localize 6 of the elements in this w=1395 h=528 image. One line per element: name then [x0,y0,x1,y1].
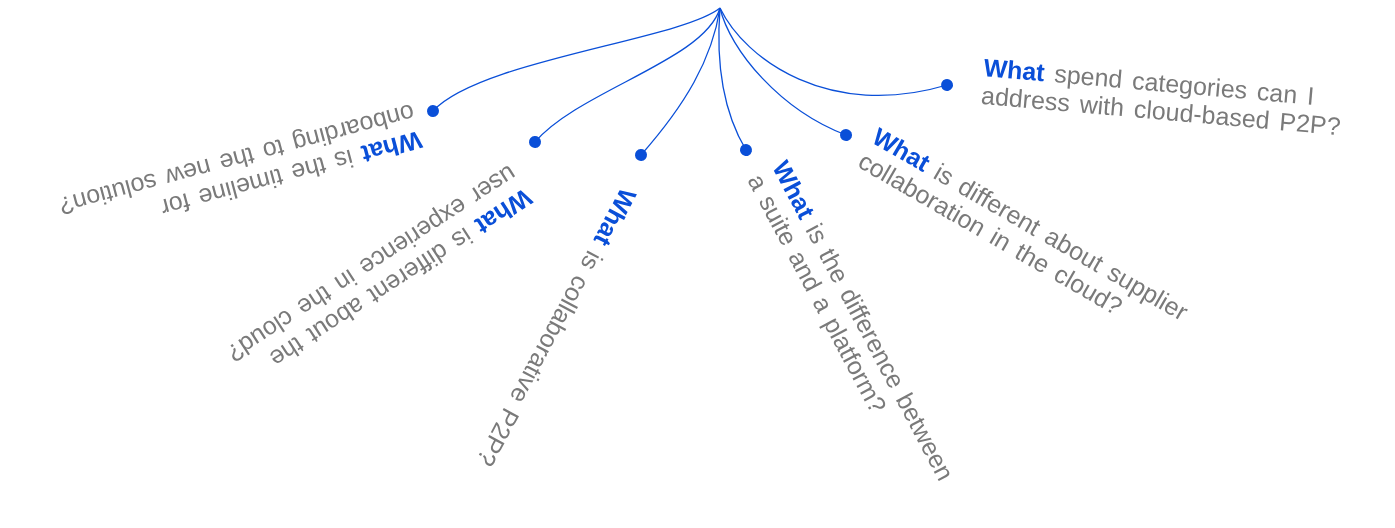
connector-line [529,7,721,148]
connector-line [719,7,953,96]
connector-line [718,7,752,156]
question-text: What spend categories can I address with cloud-based P2P? [980,53,1384,144]
connector-line [427,7,721,117]
connector-line [719,7,852,141]
